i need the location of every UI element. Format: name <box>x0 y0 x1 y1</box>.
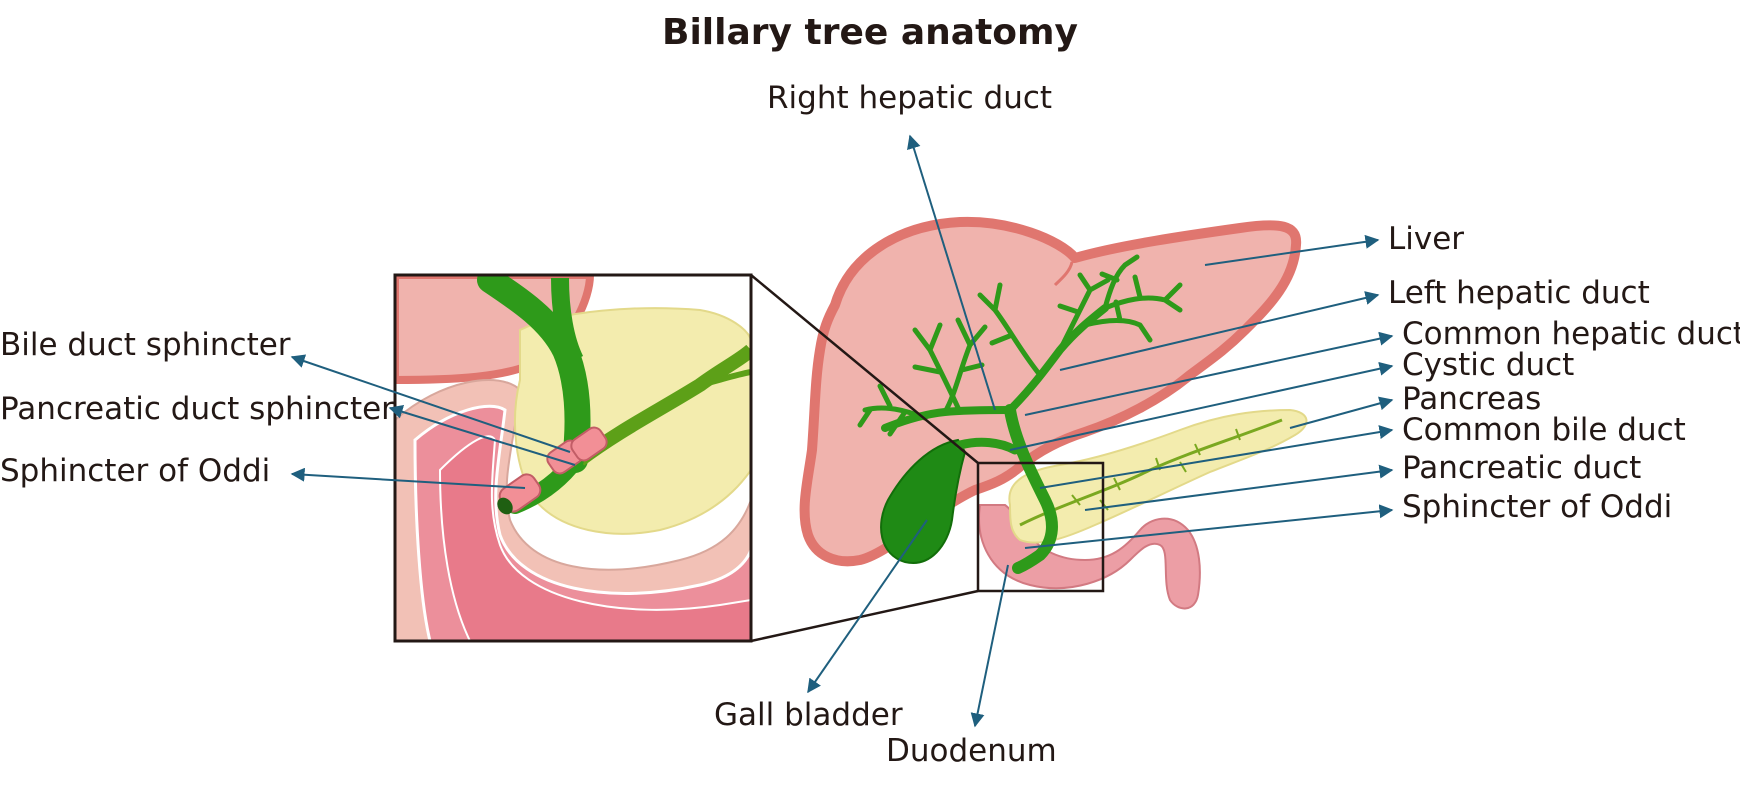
pancreas-shape <box>1008 408 1308 544</box>
arrow-pancreas <box>1289 396 1394 429</box>
arrow-common-bile-duct <box>1039 425 1394 489</box>
arrow-pancreatic-duct <box>1084 464 1394 511</box>
arrow-sphincter-right <box>1024 504 1394 549</box>
label-sphincter-of-oddi-left: Sphincter of Oddi <box>0 453 271 489</box>
label-left-hepatic-duct: Left hepatic duct <box>1388 275 1650 311</box>
arrow-sphincter-left <box>290 467 526 489</box>
label-gall-bladder: Gall bladder <box>714 697 903 733</box>
label-sphincter-of-oddi-right: Sphincter of Oddi <box>1402 489 1673 525</box>
label-bile-duct-sphincter: Bile duct sphincter <box>0 327 291 363</box>
arrow-gall-bladder <box>807 519 928 694</box>
label-pancreatic-duct: Pancreatic duct <box>1402 450 1642 486</box>
duodenum-shape <box>978 504 1201 610</box>
arrow-left-hepatic-duct <box>1059 291 1380 371</box>
label-cystic-duct: Cystic duct <box>1402 347 1575 383</box>
label-common-hepatic-duct: Common hepatic duct <box>1402 316 1740 352</box>
arrow-bile-duct-sphincter <box>290 354 571 453</box>
arrow-right-hepatic-duct <box>907 134 996 411</box>
arrow-cystic-duct <box>1009 361 1394 451</box>
arrow-pancreatic-duct-sphincter <box>388 405 576 466</box>
liver-illustration <box>750 216 1308 643</box>
leader-lines <box>290 134 1394 728</box>
arrow-liver <box>1204 234 1380 266</box>
diagram-title: Billary tree anatomy <box>662 12 1078 53</box>
arrow-duodenum <box>970 564 1009 728</box>
inset-zoom <box>393 273 753 643</box>
label-pancreas: Pancreas <box>1402 381 1542 417</box>
label-common-bile-duct: Common bile duct <box>1402 412 1686 448</box>
gall-bladder-shape <box>880 438 967 564</box>
label-duodenum: Duodenum <box>886 733 1057 769</box>
arrow-common-hepatic-duct <box>1024 331 1394 416</box>
label-liver: Liver <box>1388 221 1465 257</box>
label-pancreatic-duct-sphincter: Pancreatic duct sphincter <box>0 391 394 427</box>
label-right-hepatic-duct: Right hepatic duct <box>767 80 1053 116</box>
